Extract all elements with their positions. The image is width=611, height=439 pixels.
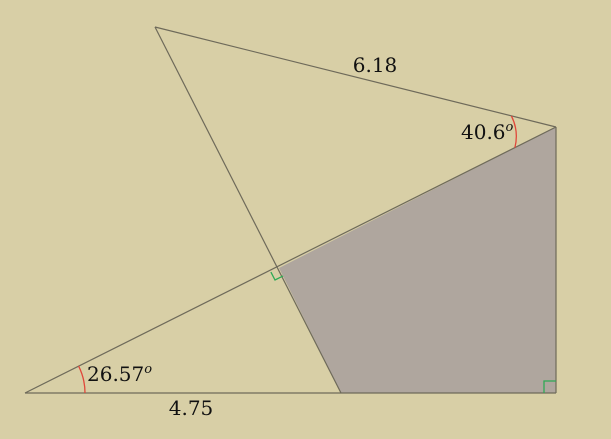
degree-mark-right: o: [506, 120, 514, 135]
angle-value-left: 26.57: [87, 362, 144, 386]
edge-top: [154, 26, 557, 128]
degree-mark-left: o: [144, 362, 152, 377]
angle-arc-left: [78, 365, 86, 394]
shaded-region: [279, 127, 556, 393]
angle-label-right: 40.6o: [461, 120, 514, 144]
side-label-bottom: 4.75: [169, 396, 214, 420]
angle-value-right: 40.6: [461, 120, 506, 144]
right-angle-mark-corner: [543, 380, 556, 393]
edge-perpendicular: [154, 26, 342, 394]
edge-hypotenuse: [24, 126, 557, 394]
side-label-top: 6.18: [353, 53, 398, 77]
right-angle-mark-foot: [270, 271, 284, 281]
angle-arc-right: [510, 115, 517, 148]
angle-label-left: 26.57o: [87, 362, 152, 386]
